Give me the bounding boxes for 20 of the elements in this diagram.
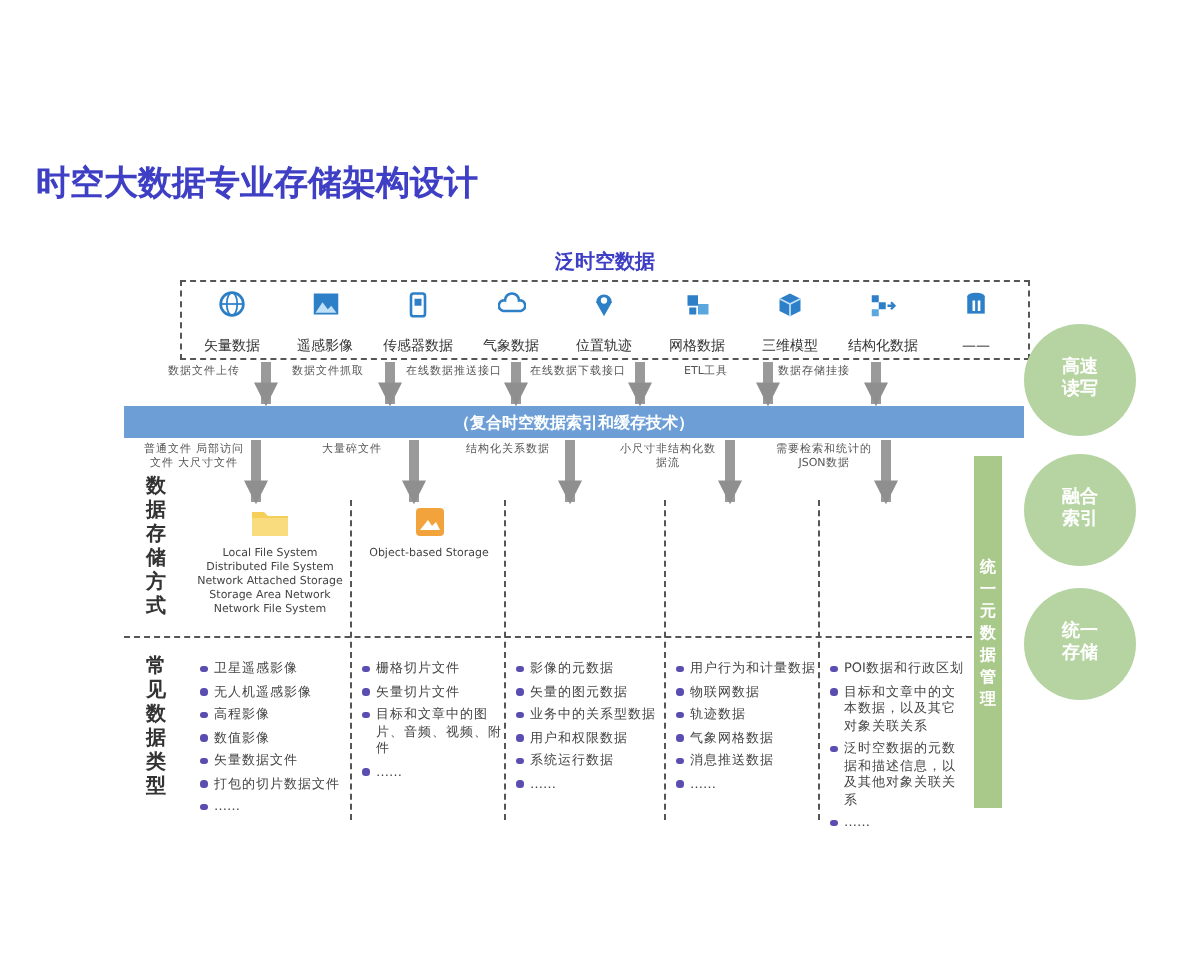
- arrow: [874, 440, 898, 505]
- group-heading: 泛时空数据: [553, 249, 657, 276]
- row-label: 数据存储方式: [144, 476, 168, 620]
- arrow: [504, 362, 528, 407]
- arrow: [864, 362, 888, 407]
- arrow: [402, 440, 426, 505]
- feature-circle: 高速读写: [1024, 324, 1136, 436]
- arrow: [254, 362, 278, 407]
- arrow: [378, 362, 402, 407]
- arrow: [558, 440, 582, 505]
- banner-bar: （复合时空数据索引和缓存技术）: [124, 406, 1024, 438]
- arrow: [718, 440, 742, 505]
- title: 时空大数据专业存储架构设计: [36, 162, 478, 206]
- arrow: [244, 440, 268, 505]
- arrow: [756, 362, 780, 407]
- vertical-bar: 统一元数据管理: [974, 456, 1002, 808]
- feature-circle: 统一存储: [1024, 588, 1136, 700]
- feature-circle: 融合索引: [1024, 454, 1136, 566]
- row-label: 常见数据类型: [144, 656, 168, 800]
- arrow: [628, 362, 652, 407]
